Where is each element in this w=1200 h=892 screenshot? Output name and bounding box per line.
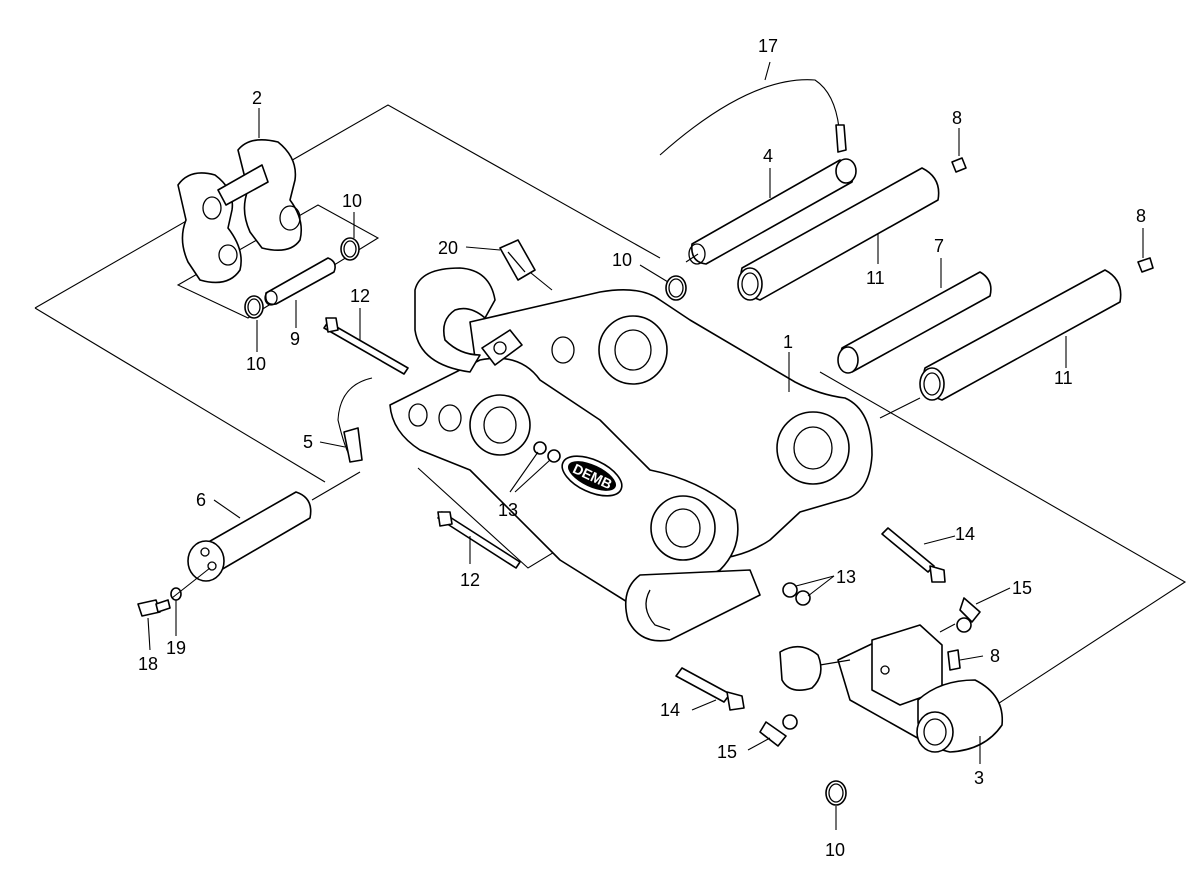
callout-20: 20 xyxy=(438,238,458,258)
callout-8b: 8 xyxy=(1136,206,1146,226)
callout-17: 17 xyxy=(758,36,778,56)
callout-13b: 13 xyxy=(836,567,856,587)
callout-10b: 10 xyxy=(246,354,266,374)
callout-1: 1 xyxy=(783,332,793,352)
callout-15b: 15 xyxy=(717,742,737,762)
callout-labels: 1 2 3 4 5 6 7 8 8 8 9 10 10 10 10 11 11 … xyxy=(138,36,1146,860)
fittings-15 xyxy=(759,597,981,747)
callout-8c: 8 xyxy=(990,646,1000,666)
callout-18: 18 xyxy=(138,654,158,674)
callout-9: 9 xyxy=(290,329,300,349)
callout-leaders xyxy=(147,61,1144,830)
pin-7 xyxy=(837,271,992,374)
callout-14b: 14 xyxy=(660,700,680,720)
snap-rings-10 xyxy=(244,237,847,806)
callout-10c: 10 xyxy=(612,250,632,270)
bolts-12 xyxy=(323,317,521,569)
callout-7: 7 xyxy=(934,236,944,256)
callout-6: 6 xyxy=(196,490,206,510)
yoke-bracket xyxy=(177,139,303,284)
pin-4 xyxy=(685,158,857,265)
pin-9 xyxy=(264,257,336,306)
callout-12b: 12 xyxy=(460,570,480,590)
callout-12a: 12 xyxy=(350,286,370,306)
callout-5: 5 xyxy=(303,432,313,452)
bolt-18 xyxy=(137,599,171,617)
clip-5 xyxy=(337,377,373,463)
coupler-frame: DEMB xyxy=(389,267,873,642)
lanyard-cable-17 xyxy=(659,79,847,156)
callout-15a: 15 xyxy=(1012,578,1032,598)
hoses-14 xyxy=(675,527,946,711)
callout-10a: 10 xyxy=(342,191,362,211)
sleeve-11-lower xyxy=(879,269,1122,419)
callout-2: 2 xyxy=(252,88,262,108)
callout-11b: 11 xyxy=(1054,368,1073,388)
callout-11a: 11 xyxy=(866,268,885,288)
sleeve-11-upper xyxy=(737,167,940,301)
callout-10d: 10 xyxy=(825,840,845,860)
bracket-20 xyxy=(499,239,536,281)
callout-19: 19 xyxy=(166,638,186,658)
callout-14a: 14 xyxy=(955,524,975,544)
callout-4: 4 xyxy=(763,146,773,166)
pin-6 xyxy=(187,471,361,582)
callout-13a: 13 xyxy=(498,500,518,520)
hydraulic-cylinder-3 xyxy=(779,623,1004,753)
callout-3: 3 xyxy=(974,768,984,788)
nuts-13 xyxy=(533,441,811,606)
grease-nipples-8 xyxy=(947,157,1154,671)
callout-8a: 8 xyxy=(952,108,962,128)
